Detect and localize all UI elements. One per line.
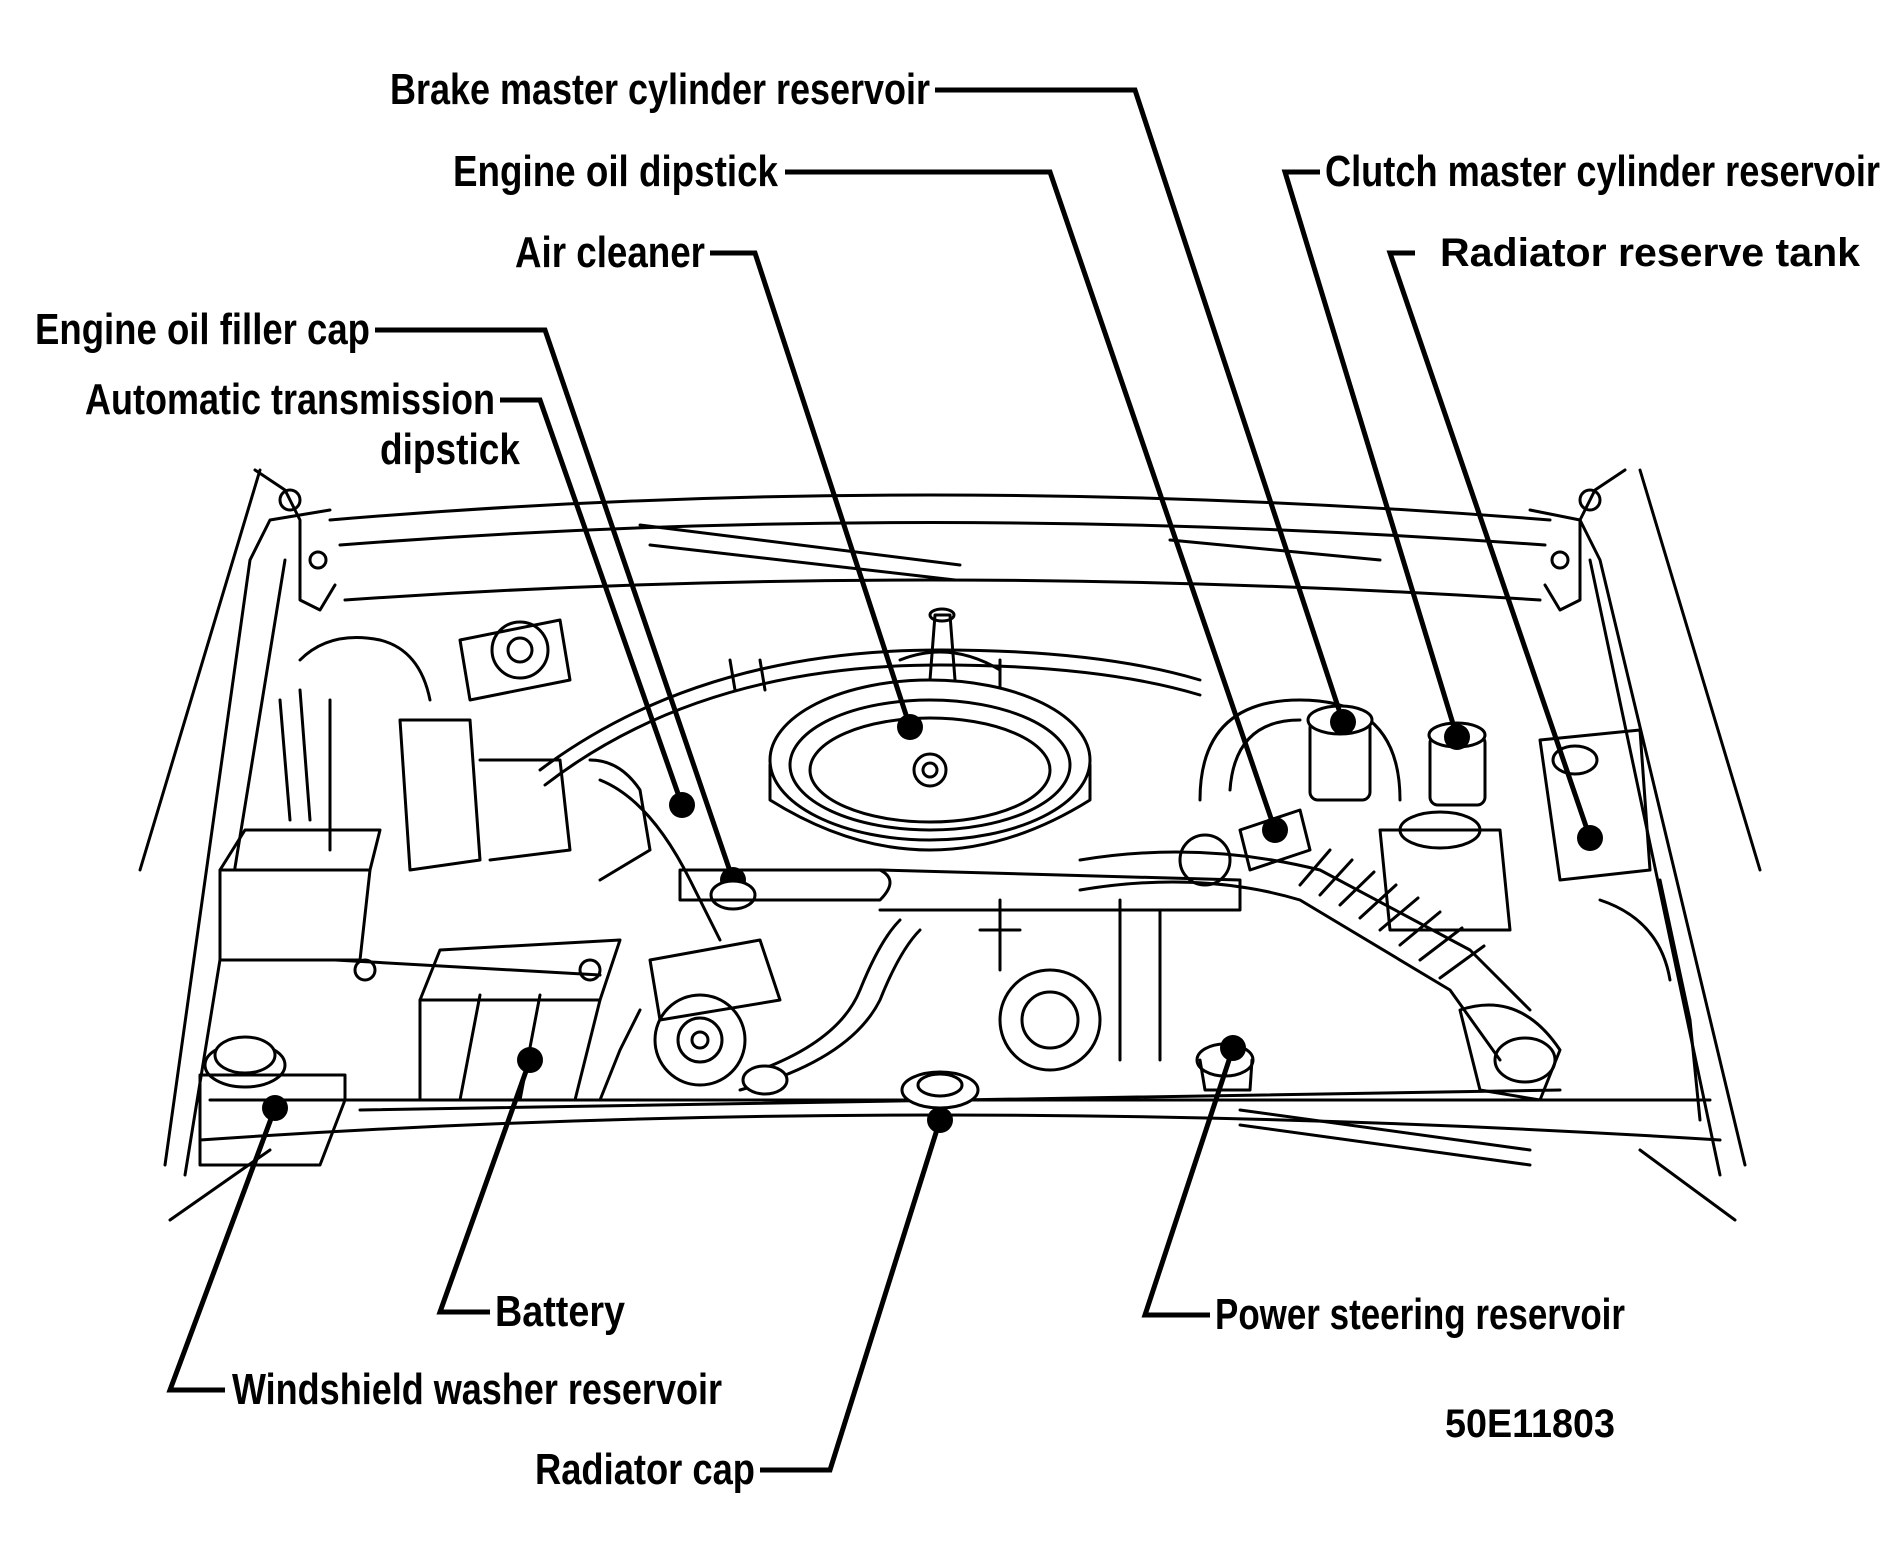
label-radiator-cap: Radiator cap [535,1445,755,1494]
leader-clutch-master [1281,169,1460,738]
leader-radiator-cap [760,1119,943,1473]
leader-oil-dipstick [785,169,1278,831]
label-power-steering: Power steering reservoir [1215,1290,1625,1339]
label-brake-master: Brake master cylinder reservoir [390,65,930,114]
label-clutch-master: Clutch master cylinder reservoir [1325,147,1880,196]
leader-at-dipstick [500,397,685,806]
leader-washer [166,1107,278,1393]
label-air-cleaner: Air cleaner [515,228,705,277]
engine-bay-drawing [138,468,1762,1222]
leader-air-cleaner [710,250,913,728]
labels: Brake master cylinder reservoir Engine o… [35,65,1880,1494]
label-washer: Windshield washer reservoir [232,1365,722,1414]
label-oil-filler: Engine oil filler cap [35,305,370,354]
leader-battery [436,1059,533,1315]
label-battery: Battery [495,1287,625,1336]
leader-power-steering [1141,1047,1236,1318]
label-at-dipstick-line1: Automatic transmission [85,375,495,424]
intake-bellows [1298,848,1486,980]
leader-brake-master [935,87,1346,723]
leader-radiator-reserve [1386,250,1593,839]
label-radiator-reserve: Radiator reserve tank [1440,231,1861,275]
leader-oil-filler [375,327,736,881]
label-at-dipstick-line2: dipstick [380,425,520,474]
leader-lines [166,87,1593,1473]
label-oil-dipstick: Engine oil dipstick [453,147,778,196]
figure-code: 50E11803 [1445,1402,1615,1446]
